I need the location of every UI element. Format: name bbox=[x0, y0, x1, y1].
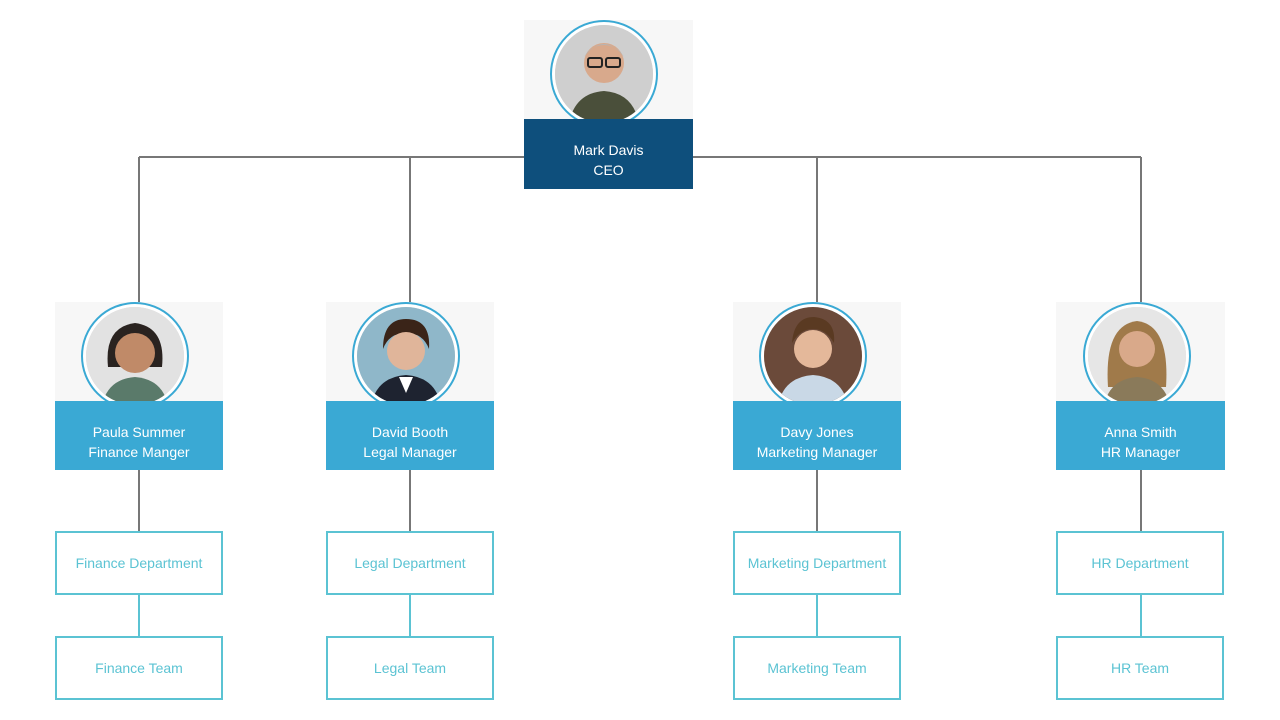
person-photo-icon bbox=[86, 307, 184, 405]
manager-namebar: Davy Jones Marketing Manager bbox=[733, 401, 901, 470]
ceo-namebar: Mark Davis CEO bbox=[524, 119, 693, 189]
department-box-hr[interactable]: HR Department bbox=[1056, 531, 1224, 595]
ceo-card[interactable]: Mark Davis CEO bbox=[524, 20, 693, 189]
manager-name: Anna Smith bbox=[1104, 424, 1177, 440]
ceo-name: Mark Davis bbox=[573, 142, 644, 158]
manager-avatar bbox=[1083, 302, 1191, 410]
person-photo-icon bbox=[357, 307, 455, 405]
person-photo-icon bbox=[1088, 307, 1186, 405]
manager-namebar: Paula Summer Finance Manger bbox=[55, 401, 223, 470]
ceo-title: CEO bbox=[593, 162, 624, 178]
team-box-finance[interactable]: Finance Team bbox=[55, 636, 223, 700]
manager-avatar bbox=[352, 302, 460, 410]
manager-namebar: Anna Smith HR Manager bbox=[1056, 401, 1225, 470]
manager-card-finance[interactable]: Paula Summer Finance Manger bbox=[55, 302, 223, 470]
manager-namebar: David Booth Legal Manager bbox=[326, 401, 494, 470]
team-box-marketing[interactable]: Marketing Team bbox=[733, 636, 901, 700]
manager-title: Marketing Manager bbox=[756, 444, 878, 460]
team-box-legal[interactable]: Legal Team bbox=[326, 636, 494, 700]
manager-title: Finance Manger bbox=[88, 444, 190, 460]
manager-card-legal[interactable]: David Booth Legal Manager bbox=[326, 302, 494, 470]
manager-title: Legal Manager bbox=[363, 444, 457, 460]
department-box-finance[interactable]: Finance Department bbox=[55, 531, 223, 595]
manager-name: Davy Jones bbox=[780, 424, 854, 440]
person-photo-icon bbox=[555, 25, 653, 123]
department-box-marketing[interactable]: Marketing Department bbox=[733, 531, 901, 595]
manager-name: David Booth bbox=[371, 424, 449, 440]
manager-title: HR Manager bbox=[1100, 444, 1181, 460]
department-box-legal[interactable]: Legal Department bbox=[326, 531, 494, 595]
manager-avatar bbox=[759, 302, 867, 410]
team-box-hr[interactable]: HR Team bbox=[1056, 636, 1224, 700]
manager-name: Paula Summer bbox=[92, 424, 186, 440]
manager-avatar bbox=[81, 302, 189, 410]
person-photo-icon bbox=[764, 307, 862, 405]
manager-card-marketing[interactable]: Davy Jones Marketing Manager bbox=[733, 302, 901, 470]
manager-card-hr[interactable]: Anna Smith HR Manager bbox=[1056, 302, 1225, 470]
ceo-avatar bbox=[550, 20, 658, 128]
